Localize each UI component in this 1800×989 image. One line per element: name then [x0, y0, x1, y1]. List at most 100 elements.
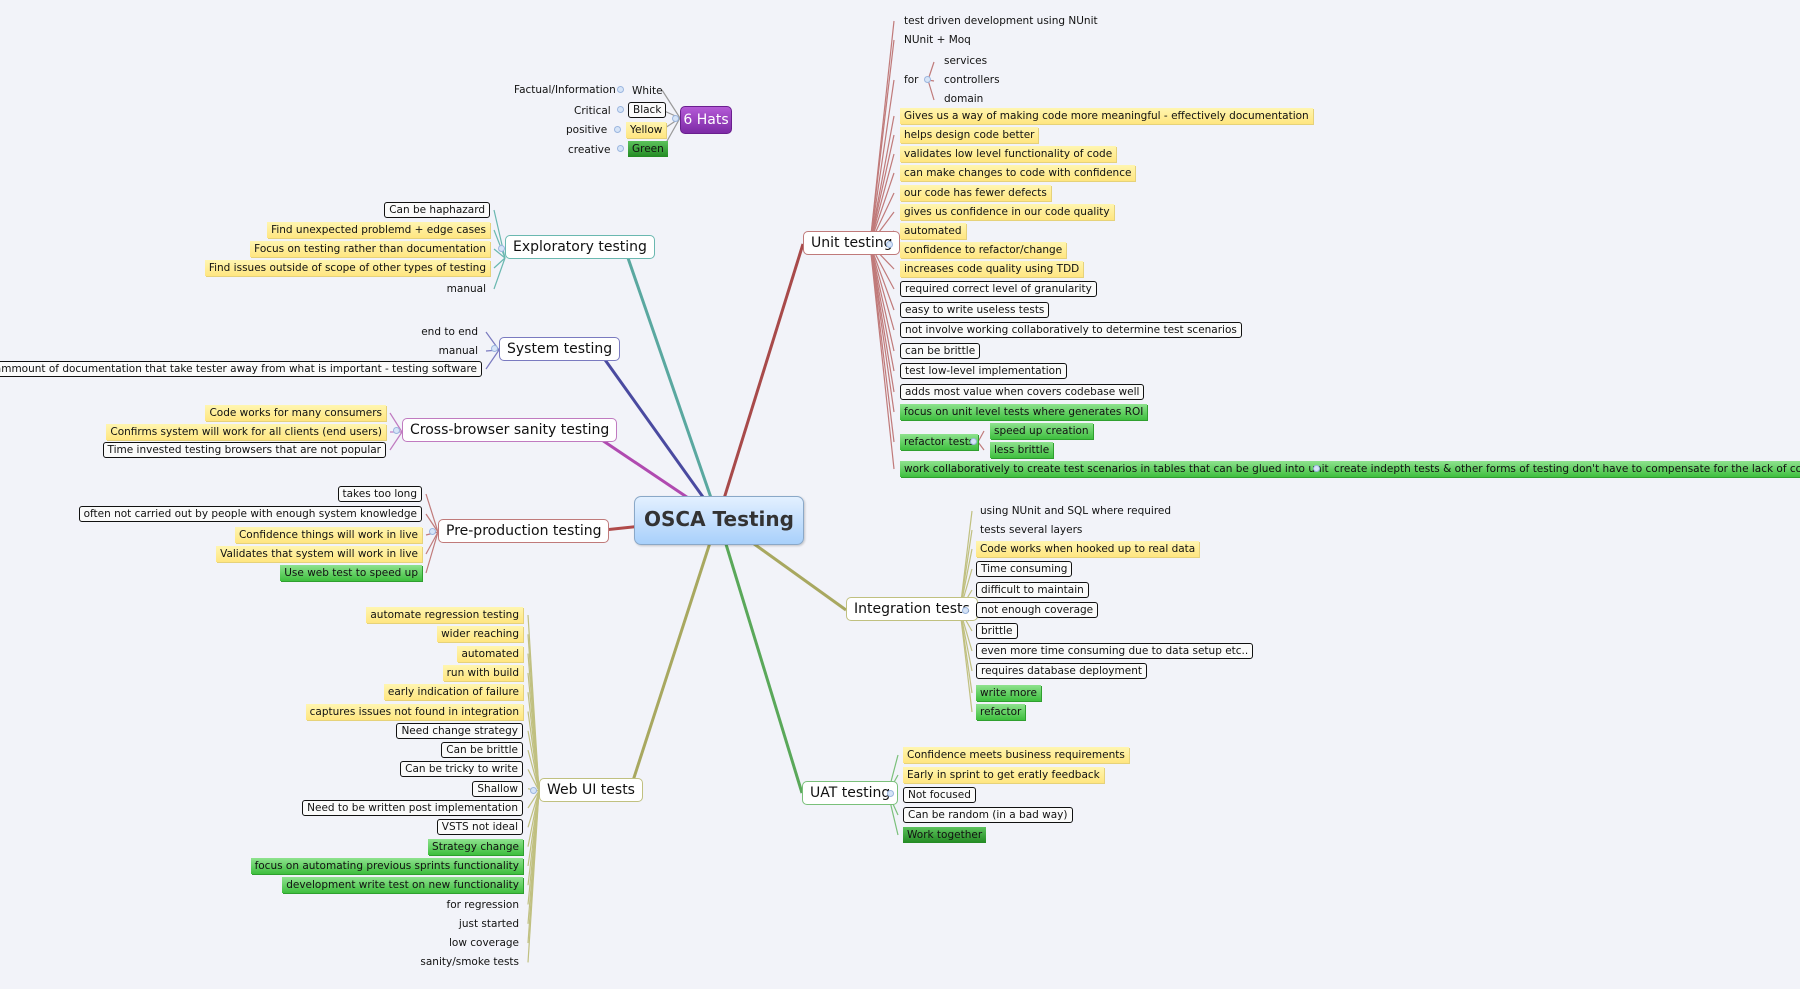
hat-meaning-yellow[interactable]: positive [566, 124, 608, 136]
leaf-topic[interactable]: Time consuming [976, 561, 1073, 577]
leaf-topic[interactable]: Shallow [472, 780, 523, 797]
leaf-topic[interactable]: domain [944, 93, 984, 105]
branch-unit-testing[interactable]: Unit testing [803, 231, 901, 255]
collapse-icon[interactable] [887, 790, 894, 797]
leaf-topic[interactable]: easy to write useless tests [900, 302, 1050, 318]
leaf-topic[interactable]: Use web test to speed up [280, 565, 422, 581]
leaf-topic[interactable]: Need to be written post implementation [302, 800, 523, 816]
leaf-topic[interactable]: Confidence meets business requirements [903, 747, 1129, 763]
branch-system-testing[interactable]: System testing [499, 337, 621, 361]
leaf-topic[interactable]: tests several layers [980, 524, 1083, 536]
leaf-topic[interactable]: even more time consuming due to data set… [976, 643, 1254, 659]
branch-cross-browser-testing[interactable]: Cross-browser sanity testing [402, 418, 618, 442]
leaf-topic[interactable]: automated [900, 223, 966, 239]
collapse-icon[interactable] [886, 241, 893, 248]
leaf-topic[interactable]: Early in sprint to get eratly feedback [903, 767, 1104, 783]
leaf-topic[interactable]: NUnit + Moq [904, 34, 971, 46]
branch-exploratory-testing[interactable]: Exploratory testing [505, 235, 655, 259]
leaf-topic[interactable]: refactor [976, 704, 1026, 720]
leaf-topic[interactable]: test driven development using NUnit [904, 15, 1098, 27]
leaf-topic[interactable]: confidence to refactor/change [900, 242, 1067, 258]
leaf-topic[interactable]: controllers [944, 74, 1000, 86]
leaf-topic[interactable]: test low-level implementation [900, 363, 1067, 379]
leaf-topic[interactable]: Find unexpected problemd + edge cases [267, 222, 490, 238]
central-topic[interactable]: OSCA Testing [634, 496, 804, 545]
collapse-icon[interactable] [924, 76, 931, 83]
hat-green[interactable]: Green [628, 141, 668, 157]
leaf-topic[interactable]: work collaboratively to create test scen… [900, 461, 1362, 477]
leaf-topic[interactable]: refactor tests [900, 434, 979, 450]
leaf-topic[interactable]: takes too long [337, 486, 422, 502]
leaf-topic[interactable]: Can be brittle [441, 742, 523, 759]
leaf-topic[interactable]: low coverage [448, 937, 519, 950]
leaf-topic[interactable]: Not focused [903, 787, 976, 803]
leaf-topic[interactable]: manual [438, 345, 478, 357]
leaf-topic[interactable]: adds most value when covers codebase wel… [900, 384, 1145, 400]
leaf-topic[interactable]: requires database deployment [976, 663, 1147, 679]
hat-white[interactable]: White [632, 85, 663, 97]
leaf-topic[interactable]: Confirms system will work for all client… [106, 424, 386, 440]
collapse-icon[interactable] [617, 145, 624, 152]
collapse-icon[interactable] [614, 126, 621, 133]
hat-meaning-white[interactable]: Factual/Information [514, 84, 616, 96]
collapse-icon[interactable] [617, 86, 624, 93]
leaf-topic[interactable]: gives us confidence in our code quality [900, 204, 1114, 220]
leaf-topic[interactable]: write more [976, 685, 1041, 701]
branch-integration-tests[interactable]: Integration tests [846, 597, 978, 621]
leaf-topic[interactable]: automated [457, 645, 523, 662]
leaf-topic[interactable]: helps design code better [900, 127, 1039, 143]
leaf-topic[interactable]: required correct level of granularity [900, 281, 1097, 297]
collapse-icon[interactable] [530, 787, 537, 794]
branch-uat-testing[interactable]: UAT testing [802, 781, 899, 805]
leaf-topic[interactable]: Time invested testing browsers that are … [102, 442, 386, 458]
leaf-topic[interactable]: run with build [442, 664, 523, 681]
leaf-topic[interactable]: sanity/smoke tests [420, 956, 519, 969]
leaf-topic[interactable]: difficult to maintain [976, 582, 1089, 598]
leaf-topic[interactable]: validates low level functionality of cod… [900, 146, 1117, 162]
leaf-topic[interactable]: Large ammount of documentation that take… [0, 361, 482, 377]
leaf-topic[interactable]: Code works for many consumers [205, 405, 386, 421]
leaf-topic[interactable]: using NUnit and SQL where required [980, 505, 1172, 517]
leaf-topic[interactable]: brittle [976, 623, 1018, 639]
leaf-topic[interactable]: wider reaching [437, 626, 523, 643]
leaf-topic[interactable]: less brittle [990, 442, 1054, 458]
leaf-topic[interactable]: Can be random (in a bad way) [903, 807, 1073, 823]
hat-meaning-green[interactable]: creative [568, 144, 611, 156]
leaf-topic[interactable]: not enough coverage [976, 602, 1099, 618]
branch-pre-production-testing[interactable]: Pre-production testing [438, 519, 610, 543]
leaf-topic[interactable]: can make changes to code with confidence [900, 165, 1136, 181]
collapse-icon[interactable] [962, 607, 969, 614]
leaf-topic[interactable]: speed up creation [990, 423, 1093, 439]
leaf-topic[interactable]: Validates that system will work in live [216, 546, 422, 562]
hat-black[interactable]: Black [628, 102, 667, 118]
leaf-topic[interactable]: Focus on testing rather than documentati… [250, 241, 490, 257]
collapse-icon[interactable] [429, 528, 436, 535]
collapse-icon[interactable] [617, 106, 624, 113]
leaf-topic[interactable]: Code works when hooked up to real data [976, 541, 1200, 557]
leaf-topic[interactable]: Confidence things will work in live [234, 527, 422, 543]
collapse-icon[interactable] [970, 438, 977, 445]
collapse-icon[interactable] [498, 245, 505, 252]
leaf-topic[interactable]: for [904, 74, 919, 86]
six-hats-topic[interactable]: 6 Hats [680, 106, 732, 134]
leaf-topic[interactable]: focus on automating previous sprints fun… [250, 857, 523, 874]
leaf-topic[interactable]: captures issues not found in integration [305, 703, 523, 720]
leaf-topic[interactable]: Strategy change [428, 838, 523, 855]
leaf-topic[interactable]: Can be tricky to write [400, 761, 523, 778]
hat-meaning-black[interactable]: Critical [574, 105, 611, 117]
leaf-topic[interactable]: automate regression testing [366, 607, 523, 623]
leaf-topic[interactable]: Need change strategy [396, 722, 523, 739]
leaf-topic[interactable]: Gives us a way of making code more meani… [900, 108, 1313, 124]
leaf-topic[interactable]: Work together [903, 827, 987, 843]
leaf-topic[interactable]: services [944, 55, 988, 67]
leaf-topic[interactable]: Can be haphazard [384, 202, 490, 218]
collapse-icon[interactable] [1313, 465, 1320, 472]
leaf-topic[interactable]: end to end [421, 326, 478, 338]
leaf-topic[interactable]: not involve working collaboratively to d… [900, 322, 1242, 338]
hat-yellow[interactable]: Yellow [626, 122, 667, 138]
leaf-topic[interactable]: early indication of failure [383, 684, 523, 701]
leaf-topic[interactable]: create indepth tests & other forms of te… [1330, 461, 1800, 477]
leaf-topic[interactable]: can be brittle [900, 343, 981, 359]
leaf-topic[interactable]: manual [446, 283, 486, 295]
leaf-topic[interactable]: VSTS not ideal [436, 819, 523, 836]
